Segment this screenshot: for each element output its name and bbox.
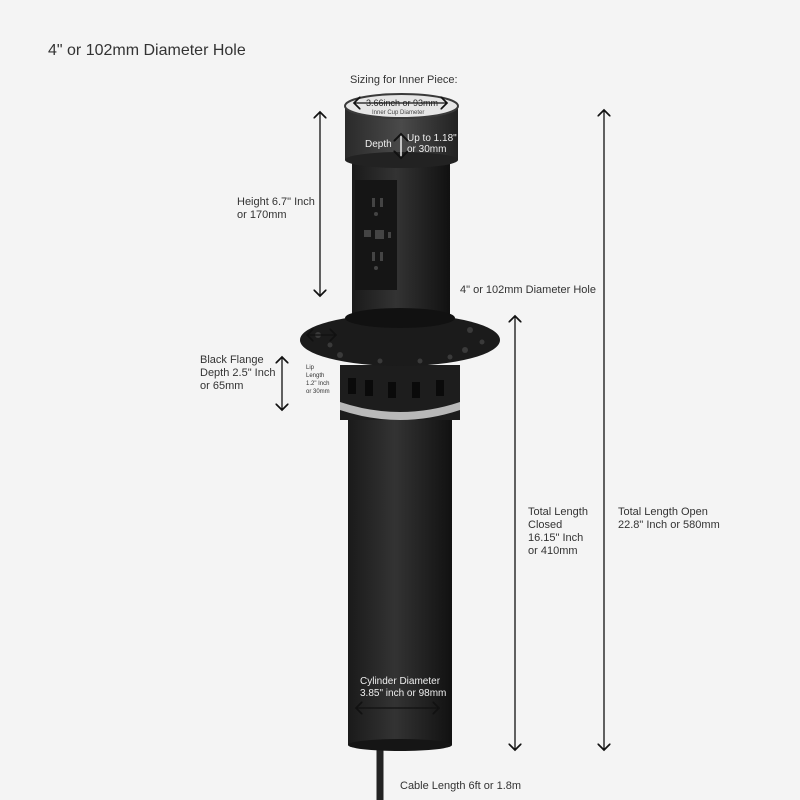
lip-line4: or 30mm: [306, 389, 330, 395]
cable-length-label: Cable Length 6ft or 1.8m: [400, 780, 522, 792]
closed-line1: Total Length: [528, 506, 588, 518]
depth-value: Up to 1.18"or 30mm: [407, 133, 457, 155]
open-line2: 22.8" Inch or 580mm: [618, 519, 720, 531]
cylinder-line2: 3.85" inch or 98mm: [360, 688, 447, 699]
closed-line4: or 410mm: [528, 545, 578, 557]
depth-value-2: or 30mm: [407, 144, 447, 155]
open-line1: Total Length Open: [618, 506, 708, 518]
height-line1: Height 6.7" Inch: [237, 196, 315, 208]
inner-cup-diameter: 3.66inch or 93mm: [366, 98, 439, 108]
flange-line2: Depth 2.5" Inch: [200, 367, 276, 379]
lower-cylinder: [348, 415, 452, 745]
inner-piece-heading: Sizing for Inner Piece:: [350, 74, 458, 86]
lip-line2: Length: [306, 373, 325, 379]
lip-line3: 1.2" Inch: [306, 381, 330, 387]
flange-line1: Black Flange: [200, 354, 264, 366]
cylinder-line1: Cylinder Diameter: [360, 676, 441, 687]
inner-cup-diameter-label: Inner Cup Diameter: [372, 110, 425, 116]
height-line2: or 170mm: [237, 209, 287, 221]
page-title: 4" or 102mm Diameter Hole: [48, 42, 246, 59]
lip-line1: Lip: [306, 365, 315, 371]
flange: [300, 314, 500, 366]
hole-label: 4" or 102mm Diameter Hole: [460, 284, 596, 296]
hose-clamp: [340, 402, 460, 420]
depth-label: Depth: [365, 139, 392, 150]
depth-value-1: Up to 1.18": [407, 133, 457, 144]
outlet-icon: [364, 198, 391, 270]
closed-line2: Closed: [528, 519, 563, 531]
flange-line3: or 65mm: [200, 380, 244, 392]
closed-line3: 16.15" Inch: [528, 532, 584, 544]
